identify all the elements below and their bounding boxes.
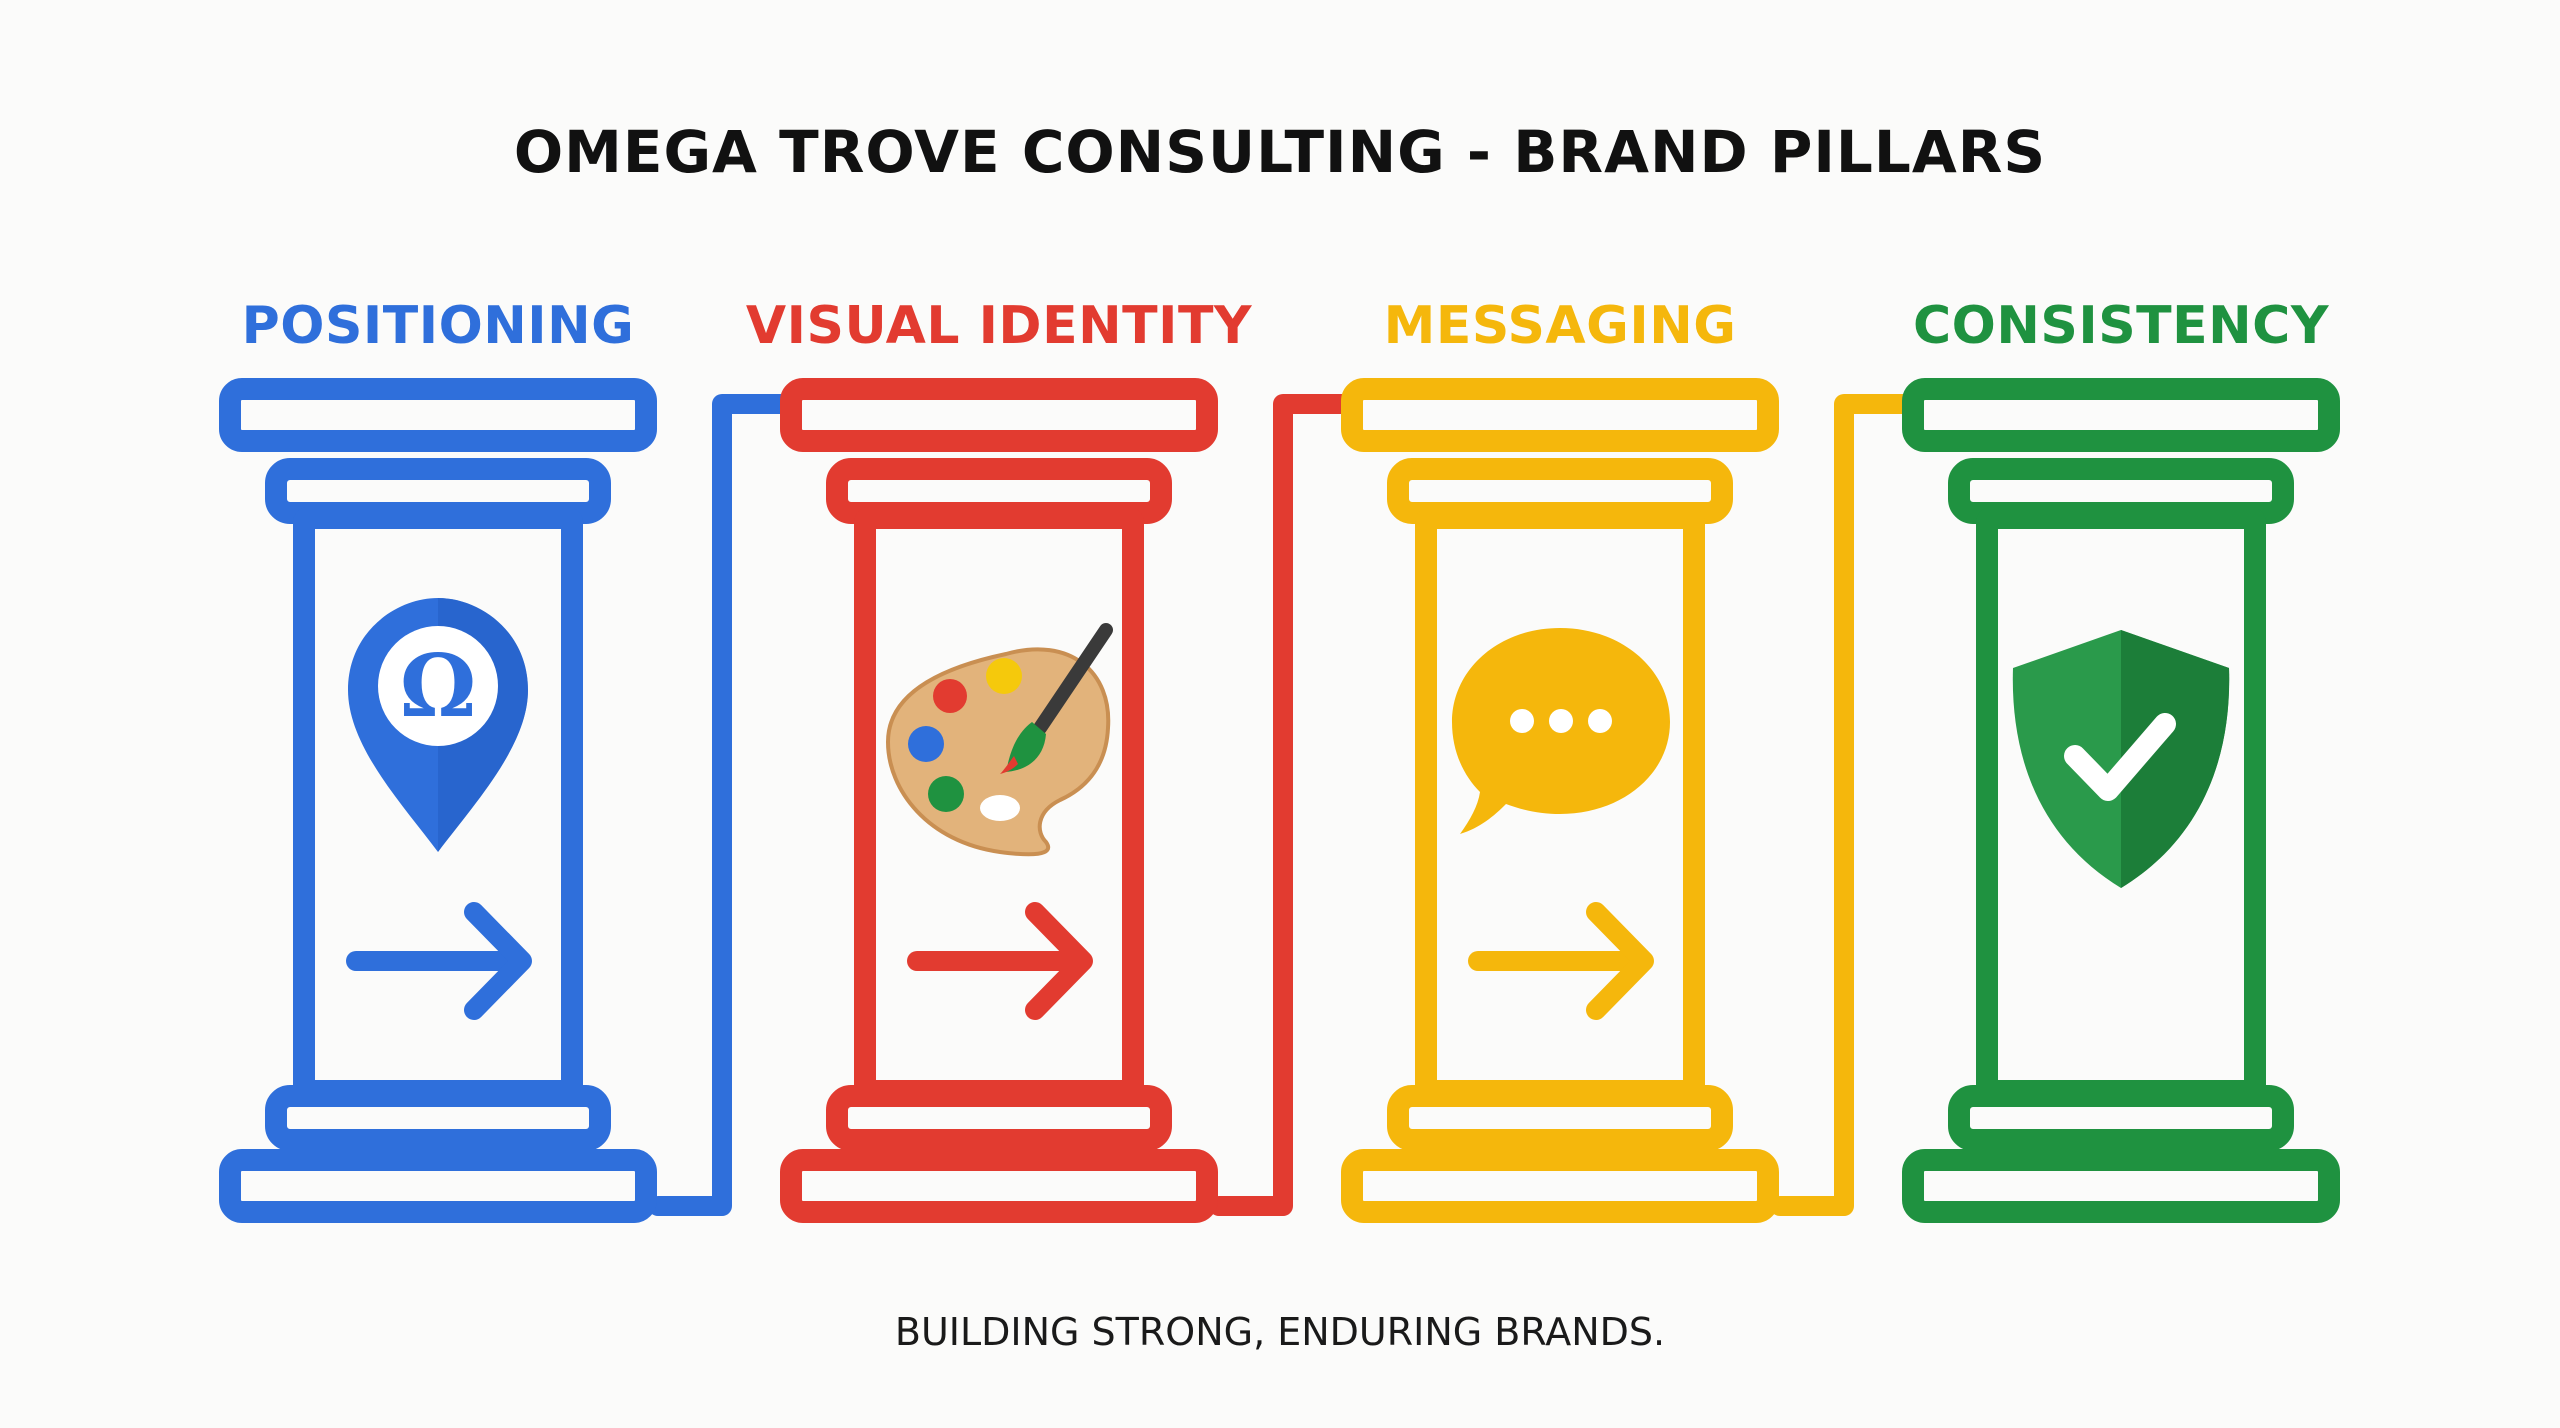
connector-3: [1770, 394, 1922, 1216]
pillar-messaging: [1341, 378, 1779, 1223]
connector-2: [1209, 394, 1361, 1216]
arrow-right-icon: [346, 902, 532, 1020]
shield-check-icon: [2012, 630, 2230, 888]
connector-1: [648, 394, 800, 1216]
pillar-label-messing: MESSAGING: [1383, 296, 1737, 356]
omega-glyph: Ω: [400, 636, 477, 737]
pillar-consistency: [1902, 378, 2340, 1223]
pillar-label-consistency: CONSISTENCY: [1913, 296, 2329, 356]
location-omega-pin-icon: Ω: [348, 598, 528, 852]
footer-tagline: BUILDING STRONG, ENDURING BRANDS.: [894, 1310, 1666, 1354]
pillar-label-visual-identity: VISUAL IDENTITY: [745, 296, 1253, 356]
pillar-visual-identity: [780, 378, 1218, 1223]
arrow-right-icon: [1468, 902, 1654, 1020]
arrow-right-icon: [907, 902, 1093, 1020]
pillar-positioning: [219, 378, 657, 1223]
diagram-title: OMEGA TROVE CONSULTING - BRAND PILLARS: [513, 118, 2047, 186]
paint-palette-icon: [885, 623, 1113, 857]
pillar-label-positioning: POSITIONING: [241, 296, 635, 356]
speech-bubble-icon: [1452, 628, 1670, 834]
